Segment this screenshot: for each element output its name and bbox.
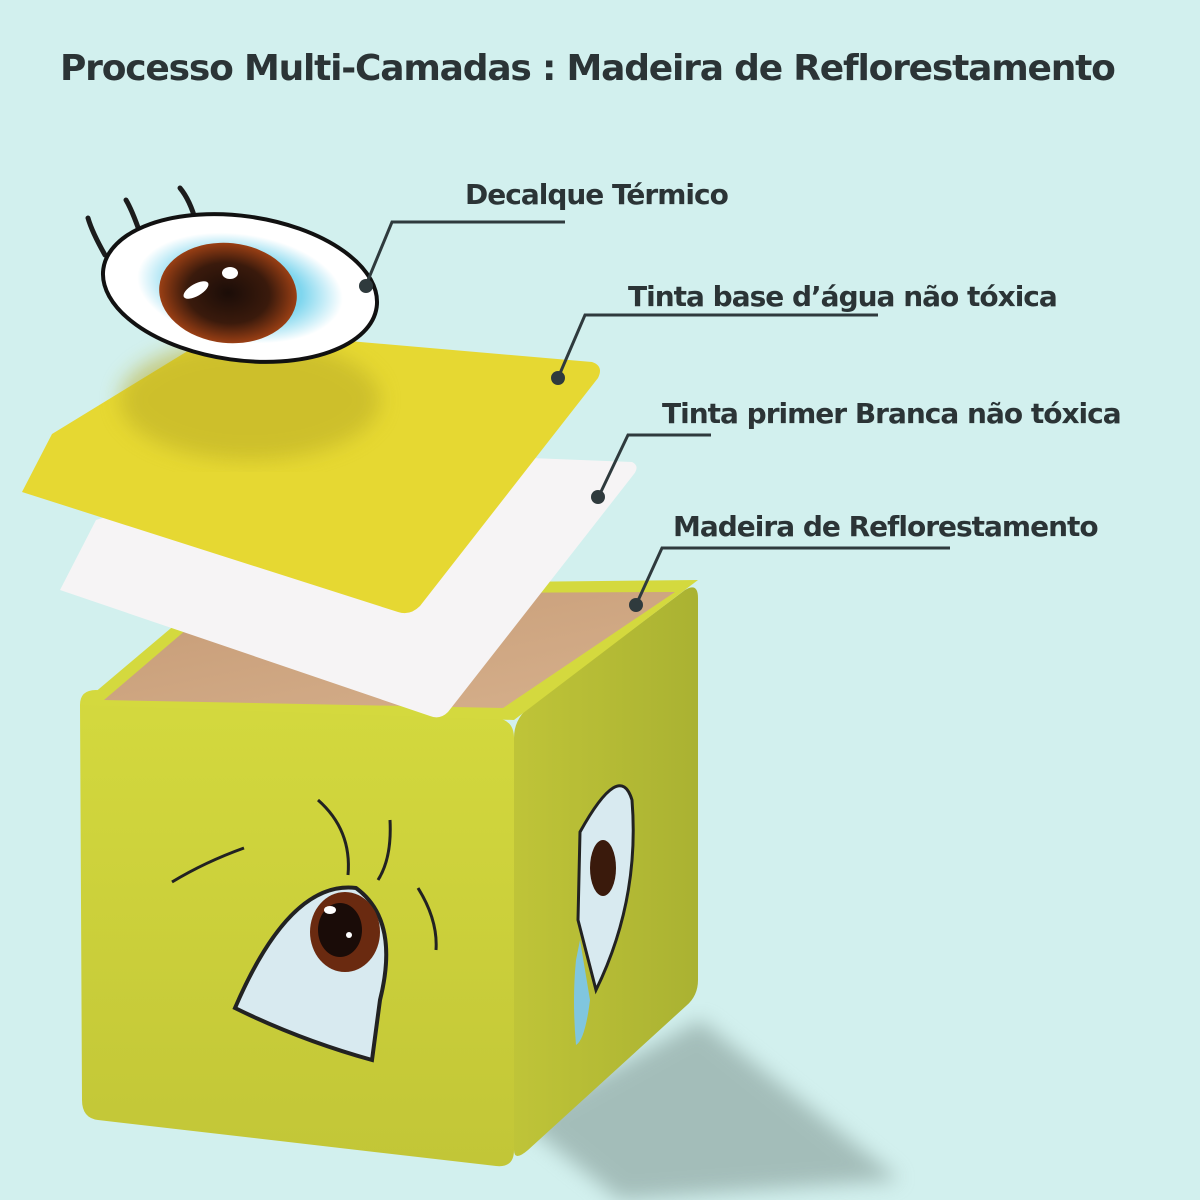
cube-front-eye-decal	[171, 798, 438, 1063]
cube-shadow	[520, 1020, 900, 1200]
leader-lines	[364, 220, 950, 606]
thermal-decal-eye	[85, 185, 380, 364]
label-water-based-paint: Tinta base d’água não tóxica	[628, 280, 1058, 313]
label-thermal-decal: Decalque Térmico	[465, 178, 729, 211]
label-white-primer: Tinta primer Branca não tóxica	[662, 397, 1122, 430]
label-reforested-wood: Madeira de Reflorestamento	[673, 510, 1099, 543]
wooden-cube	[80, 580, 698, 1167]
leader-dots	[359, 279, 643, 612]
yellow-paint-layer	[22, 330, 600, 614]
cube-side-eye-decal	[574, 784, 635, 1045]
page-title: Processo Multi-Camadas : Madeira de Refl…	[60, 48, 1116, 89]
